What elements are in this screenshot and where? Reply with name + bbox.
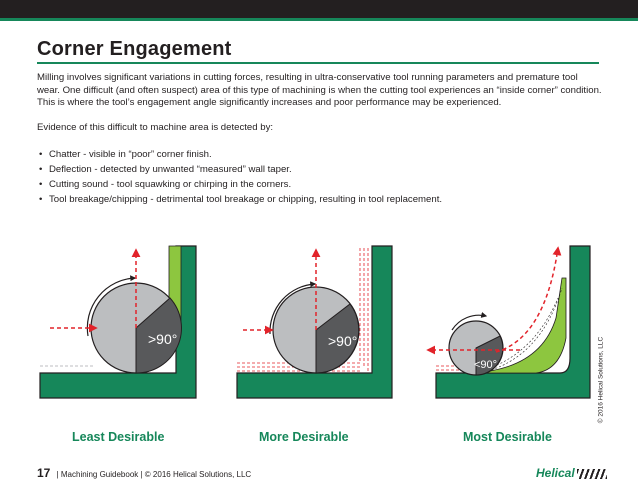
footer-text: | Machining Guidebook | © 2016 Helical S… — [56, 470, 252, 479]
angle-label: <90° — [474, 359, 497, 371]
title-rule — [37, 62, 599, 64]
diagram-most-desirable: <90° — [426, 245, 591, 399]
evidence-list: Chatter - visible in “poor” corner finis… — [37, 147, 603, 207]
diagram-least-desirable: >90° — [39, 245, 197, 399]
caption-more-desirable: More Desirable — [259, 430, 349, 444]
diagram-more-desirable: >90° — [236, 245, 393, 399]
engagement-diagrams: >90° >90° <90° — [39, 245, 591, 399]
page-title: Corner Engagement — [37, 38, 232, 60]
angle-label: >90° — [328, 333, 357, 349]
top-bar — [0, 0, 638, 18]
footer: 17 | Machining Guidebook | © 2016 Helica… — [37, 466, 251, 480]
helical-logo: Helical — [536, 466, 607, 480]
list-item: Chatter - visible in “poor” corner finis… — [37, 147, 603, 162]
list-item: Cutting sound - tool squawking or chirpi… — [37, 177, 603, 192]
angle-label: >90° — [148, 331, 177, 347]
top-accent-line — [0, 18, 638, 21]
intro-paragraph: Milling involves significant variations … — [37, 72, 602, 109]
page-number: 17 — [37, 466, 51, 480]
logo-bars-icon — [576, 468, 607, 479]
caption-least-desirable: Least Desirable — [72, 430, 165, 444]
vertical-copyright: © 2016 Helical Solutions, LLC — [597, 336, 605, 424]
evidence-lead: Evidence of this difficult to machine ar… — [37, 122, 274, 133]
list-item: Deflection - detected by unwanted “measu… — [37, 162, 603, 177]
caption-most-desirable: Most Desirable — [463, 430, 552, 444]
list-item: Tool breakage/chipping - detrimental too… — [37, 192, 603, 207]
